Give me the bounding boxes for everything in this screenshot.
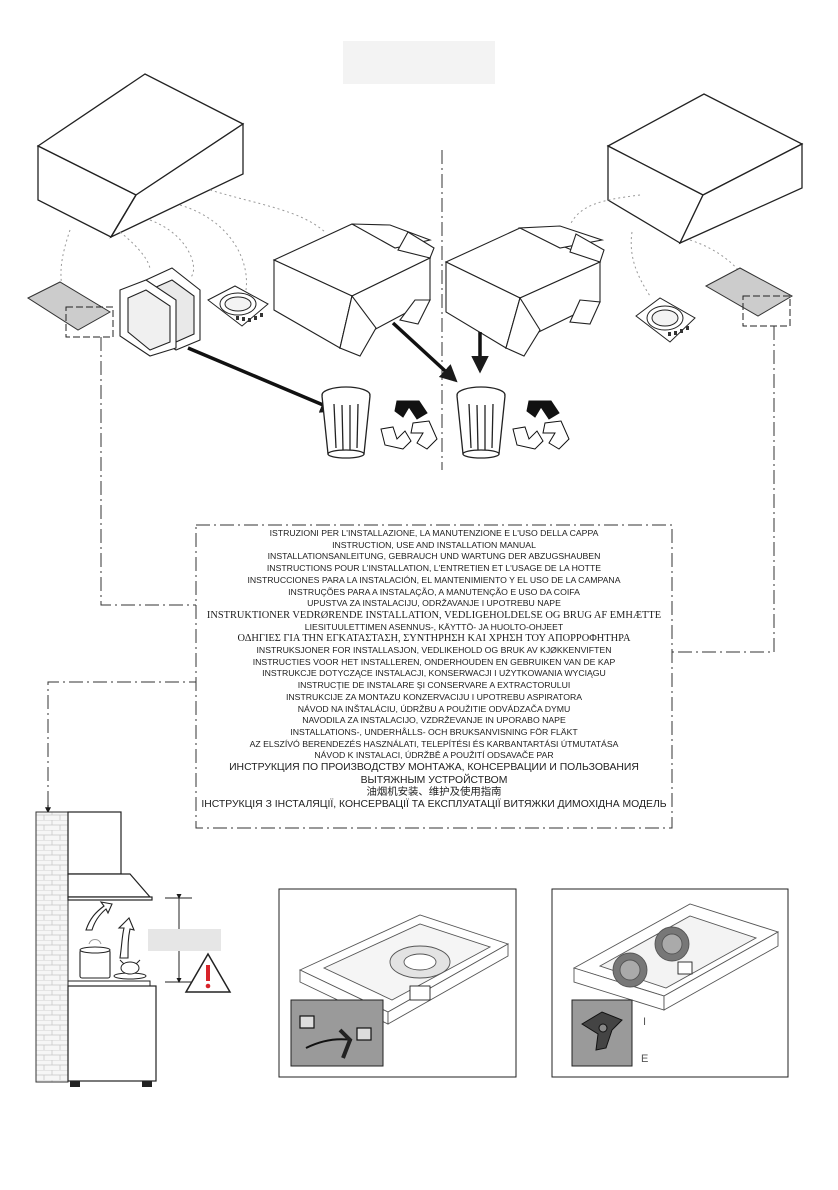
- height-label-placeholder: [148, 929, 221, 951]
- manual-title-nl: INSTRUCTIES VOOR HET INSTALLEREN, ONDERH…: [252, 656, 616, 667]
- warning-icon: [184, 952, 232, 993]
- manual-title-ru-2: ВЫТЯЖНЫМ УСТРОЙСТВОМ: [360, 774, 508, 786]
- manual-title-no: INSTRUKSJONER FOR INSTALLASJON, VEDLIKEH…: [256, 645, 612, 656]
- upward-arrows: [85, 901, 135, 959]
- manual-title-el: ΟΔΗΓΙΕΣ ΓΙΑ ΤΗΝ ΕΓΚΑΤΑΣΤΑΣΗ, ΣΥΝΤΗΡΗΣΗ Κ…: [237, 633, 631, 645]
- wall-icon: [35, 811, 69, 1083]
- packing-box-icon: [272, 223, 435, 357]
- frame-panel: [119, 267, 201, 357]
- filter-highlight: [65, 306, 114, 338]
- knob-label-upper: I: [643, 1016, 646, 1028]
- manual-title-cs: NÁVOD K INSTALACI, ÚDRŽBĚ A POUŽITÍ ODSA…: [314, 750, 554, 761]
- hood-icon: [67, 811, 153, 901]
- manual-title-pl: INSTRUKCJE DOTYCZĄCE INSTALACJI, KONSERW…: [262, 668, 606, 679]
- trash-bin-icon: [456, 386, 506, 459]
- manual-title-hu: AZ ELSZÍVÓ BERENDEZÉS HASZNÁLATI, TELEPÍ…: [249, 738, 619, 749]
- pot-icon: [79, 938, 111, 979]
- box-icon: [36, 73, 245, 239]
- manual-title-ro: INSTRUCŢIE DE INSTALARE ŞI CONSERVARE A …: [297, 680, 571, 691]
- manual-title-zh: 油烟机安装、维护及使用指南: [366, 787, 502, 799]
- recycle-icon: [380, 400, 438, 450]
- header-placeholder: [343, 41, 495, 84]
- box-icon: [606, 93, 804, 245]
- trash-bin-icon: [321, 386, 371, 459]
- packing-box-icon: [444, 225, 605, 357]
- filter-highlight: [742, 295, 791, 327]
- recycle-icon: [512, 400, 570, 450]
- manual-title-en: INSTRUCTION, USE AND INSTALLATION MANUAL: [332, 539, 536, 550]
- knob-icon: [581, 1011, 623, 1051]
- manual-title-ru-1: ИНСТРУКЦИЯ ПО ПРОИЗВОДСТВУ МОНТАЖА, КОНС…: [229, 762, 639, 774]
- manual-title-fr: INSTRUCTIONS POUR L'INSTALLATION, L'ENTR…: [266, 563, 602, 574]
- manual-title-sv: INSTALLATIONS-, UNDERHÅLLS- OCH BRUKSANV…: [290, 726, 578, 737]
- manual-title-es: INSTRUCCIONES PARA LA INSTALACIÓN, EL MA…: [247, 574, 621, 585]
- manual-title-sk: NÁVOD NA INŠTALÁCIU, ÚDRŽBU A POUŽITIE O…: [297, 703, 571, 714]
- grill-icon: [207, 285, 269, 327]
- manual-title-uk: ІНСТРУКЦІЯ З ІНСТАЛЯЦІЇ, КОНСЕРВАЦІЇ ТА …: [201, 798, 667, 810]
- manual-frame: [195, 524, 673, 829]
- manual-title-it: ISTRUZIONI PER L'INSTALLAZIONE, LA MANUT…: [269, 528, 599, 538]
- filter-icon: [704, 267, 794, 317]
- manual-title-fi: LIESITUULETTIMEN ASENNUS-, KÄYTTÖ- JA HU…: [304, 621, 564, 632]
- manual-title-list: ISTRUZIONI PER L'INSTALLAZIONE, LA MANUT…: [196, 528, 672, 811]
- grill-icon: [635, 297, 696, 343]
- cooktop: [67, 980, 151, 987]
- manual-title-sr: INSTRUKCIJE ZA MONTAZU KONZERVACIJU I UP…: [285, 691, 583, 702]
- manual-title-de: INSTALLATIONSANLEITUNG, GEBRAUCH UND WAR…: [267, 551, 601, 562]
- manual-title-hr: UPUSTVA ZA INSTALACIJU, ODRŽAVANJE I UPO…: [307, 598, 561, 609]
- kitchen-cabinet: [67, 985, 157, 1082]
- manual-title-pt: INSTRUÇÕES PARA A INSTALAÇÃO, A MANUTENÇ…: [288, 586, 580, 597]
- manual-title-da: INSTRUKTIONER VEDRØRENDE INSTALLATION, V…: [206, 609, 662, 621]
- chicken-icon: [113, 959, 147, 980]
- filter-icon: [26, 281, 111, 331]
- manual-title-sl: NAVODILA ZA INSTALACIJO, VZDRŽEVANJE IN …: [302, 715, 566, 726]
- knob-label-lower: E: [641, 1053, 648, 1065]
